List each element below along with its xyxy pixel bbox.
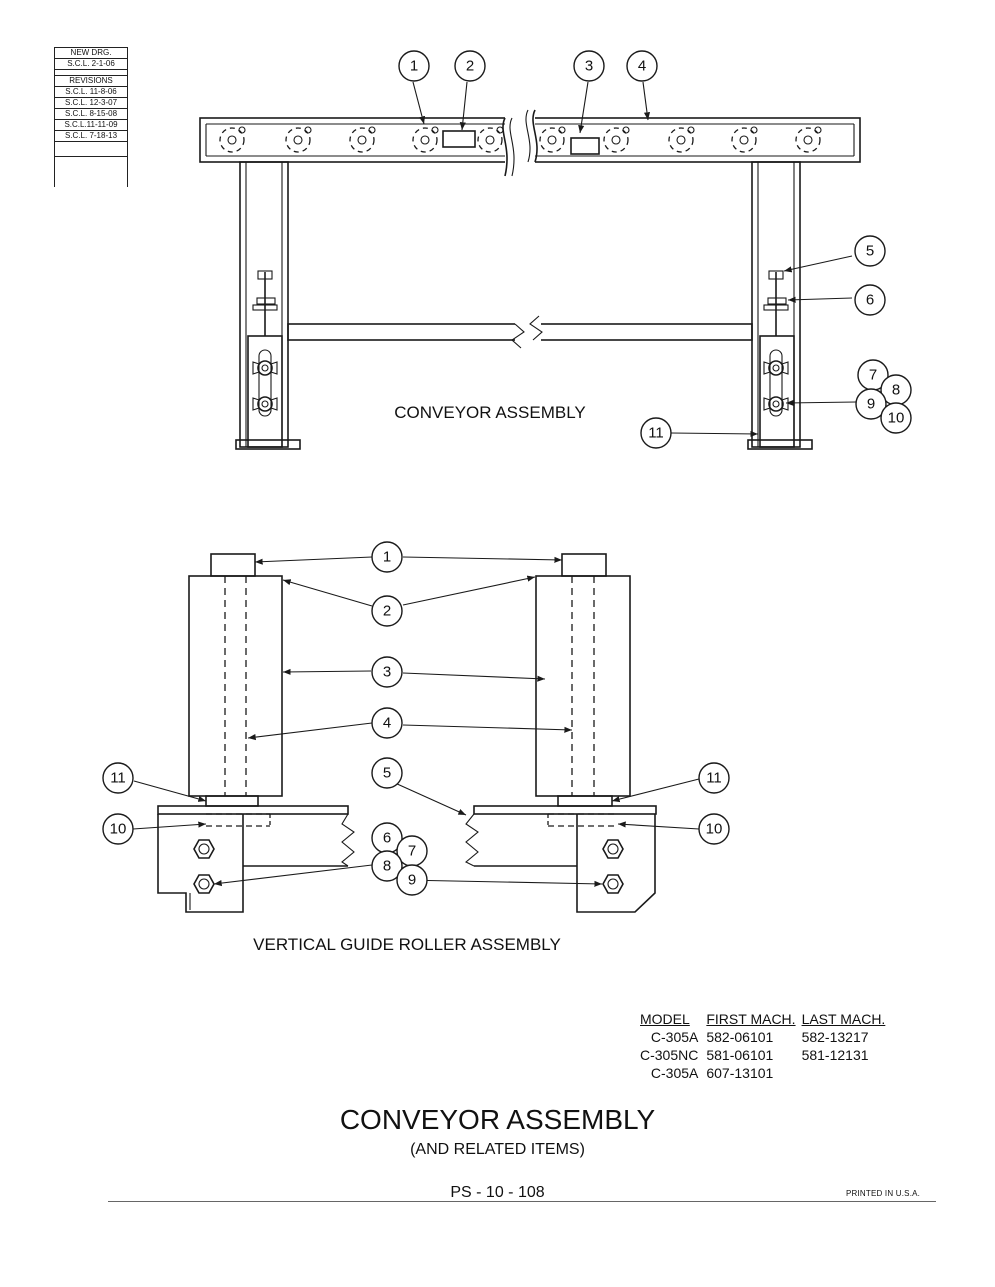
model-cell: C-305NC <box>640 1047 699 1063</box>
first-mach-cell: 582-06101 <box>706 1029 774 1045</box>
callout-6: 6 <box>854 284 886 316</box>
callout-1: 1 <box>371 541 403 573</box>
table-row: C-305A 582-06101 582-13217 <box>640 1028 891 1046</box>
callout-8: 8 <box>371 850 403 882</box>
conveyor-assembly-label: CONVEYOR ASSEMBLY <box>394 403 585 422</box>
callout-2: 2 <box>454 50 486 82</box>
header-first-mach: FIRST MACH. <box>706 1011 796 1027</box>
bottom-callouts: 1 2 3 4 5 6 7 8 9 10 11 11 10 <box>102 541 730 896</box>
header-model: MODEL <box>640 1011 690 1027</box>
callout-7: 7 <box>857 359 889 391</box>
page-title: CONVEYOR ASSEMBLY <box>339 1104 656 1135</box>
guide-roller-assembly-label: VERTICAL GUIDE ROLLER ASSEMBLY <box>253 935 561 954</box>
svg-text:10: 10 <box>706 821 723 838</box>
revision-entry: S.C.L. 12-3-07 <box>55 98 127 109</box>
svg-text:4: 4 <box>383 715 391 732</box>
svg-text:7: 7 <box>408 843 416 860</box>
svg-text:10: 10 <box>110 821 127 838</box>
callout-5: 5 <box>854 235 886 267</box>
svg-text:11: 11 <box>648 425 664 442</box>
revision-block: NEW DRG. S.C.L. 2-1-06 REVISIONS S.C.L. … <box>54 47 128 157</box>
model-cell: C-305A <box>650 1029 699 1045</box>
svg-text:10: 10 <box>888 410 905 427</box>
svg-text:5: 5 <box>866 243 874 260</box>
callout-11: 11 <box>698 762 730 794</box>
callout-3: 3 <box>371 656 403 688</box>
last-mach-cell: 581-12131 <box>801 1047 869 1063</box>
svg-text:6: 6 <box>866 292 874 309</box>
revision-blank-row <box>55 142 127 157</box>
new-drg-label: NEW DRG. <box>55 48 127 59</box>
conveyor-frame <box>199 109 861 450</box>
svg-text:8: 8 <box>892 382 900 399</box>
table-row: C-305NC 581-06101 581-12131 <box>640 1046 891 1064</box>
callout-8: 8 <box>880 374 912 406</box>
svg-text:3: 3 <box>383 664 391 681</box>
model-table: MODEL FIRST MACH. LAST MACH. C-305A 582-… <box>640 1010 891 1082</box>
printed-note: PRINTED IN U.S.A. <box>846 1189 921 1198</box>
svg-text:11: 11 <box>706 770 722 787</box>
first-mach-cell: 581-06101 <box>706 1047 774 1063</box>
callout-5: 5 <box>371 757 403 789</box>
callout-4: 4 <box>371 707 403 739</box>
new-drg-entry: S.C.L. 2-1-06 <box>55 59 127 70</box>
bottom-leaders <box>132 556 700 887</box>
top-callouts: 1 2 3 4 5 6 7 8 9 10 11 <box>398 50 912 449</box>
svg-text:1: 1 <box>383 549 391 566</box>
svg-text:11: 11 <box>110 770 126 787</box>
svg-text:2: 2 <box>466 58 474 75</box>
revision-entry: S.C.L. 11-8-06 <box>55 87 127 98</box>
revision-entry: S.C.L. 7-18-13 <box>55 131 127 142</box>
table-row: C-305A 607-13101 <box>640 1064 891 1082</box>
svg-text:2: 2 <box>383 603 391 620</box>
callout-10: 10 <box>698 813 730 845</box>
guide-roller-right <box>465 553 657 913</box>
last-mach-cell: 582-13217 <box>801 1029 869 1045</box>
revisions-label: REVISIONS <box>55 76 127 87</box>
svg-text:4: 4 <box>638 58 646 75</box>
svg-text:8: 8 <box>383 858 391 875</box>
page-subtitle: (AND RELATED ITEMS) <box>410 1141 585 1158</box>
callout-9: 9 <box>855 388 887 420</box>
callout-1: 1 <box>398 50 430 82</box>
svg-text:9: 9 <box>408 872 416 889</box>
page-number: PS - 10 - 108 <box>450 1184 545 1201</box>
guide-roller-left <box>157 553 355 913</box>
revision-gap <box>55 70 127 76</box>
callout-10: 10 <box>880 402 912 434</box>
svg-text:7: 7 <box>869 367 877 384</box>
svg-text:6: 6 <box>383 830 391 847</box>
revision-entry: S.C.L. 8-15-08 <box>55 109 127 120</box>
footer-rule <box>108 1201 936 1202</box>
svg-text:1: 1 <box>410 58 418 75</box>
callout-10: 10 <box>102 813 134 845</box>
callout-11: 11 <box>102 762 134 794</box>
svg-text:9: 9 <box>867 396 875 413</box>
callout-2: 2 <box>371 595 403 627</box>
model-cell: C-305A <box>650 1065 699 1081</box>
header-last-mach: LAST MACH. <box>801 1011 886 1027</box>
first-mach-cell: 607-13101 <box>706 1065 774 1081</box>
svg-text:3: 3 <box>585 58 593 75</box>
revision-block-legs <box>54 156 128 187</box>
svg-text:5: 5 <box>383 765 391 782</box>
callout-4: 4 <box>626 50 658 82</box>
roller-holes <box>219 126 822 153</box>
callout-11: 11 <box>640 417 672 449</box>
callout-9: 9 <box>396 864 428 896</box>
callout-3: 3 <box>573 50 605 82</box>
revision-entry: S.C.L.11-11-09 <box>55 120 127 131</box>
last-mach-cell <box>802 1064 892 1082</box>
